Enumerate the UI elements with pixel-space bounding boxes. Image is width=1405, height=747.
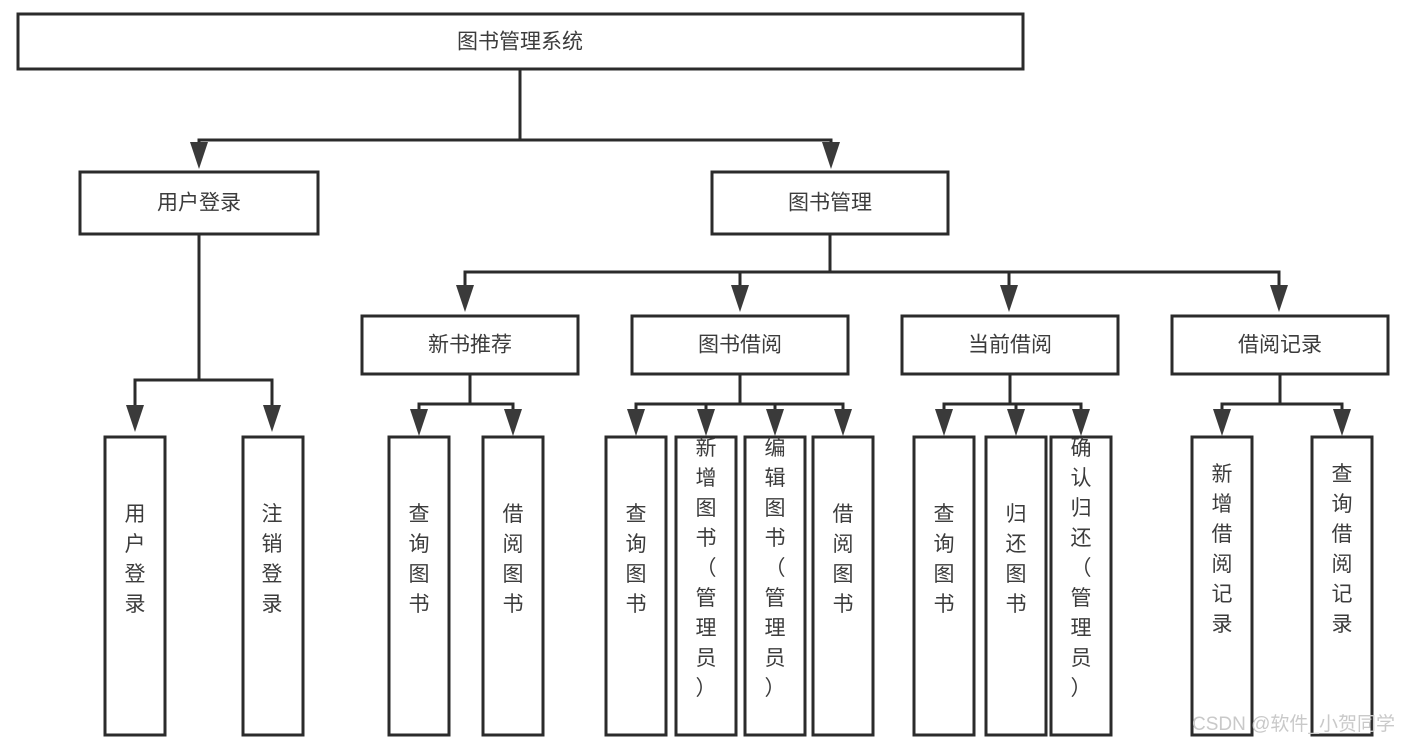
connector-root-to-level2	[190, 67, 840, 169]
leaf-box	[674, 435, 738, 737]
leaf-book-borrow-3[interactable]: 借阅图书	[811, 435, 875, 737]
connector-book-borrow-to-leaves	[627, 372, 852, 436]
leaf-box	[1049, 435, 1113, 737]
watermark-label: CSDN @软件_小贺同学	[1192, 713, 1395, 735]
node-current-borrow-label: 当前借阅	[968, 334, 1052, 357]
leaf-label-vertical: 查询图书	[934, 503, 955, 616]
connector-current-borrow-to-leaves	[935, 372, 1090, 436]
leaf-new-book-recommend-0[interactable]: 查询图书	[387, 435, 451, 737]
leaf-label-vertical: 查询图书	[626, 503, 647, 616]
node-current-borrow-box	[900, 314, 1120, 376]
leaf-new-book-recommend-1[interactable]: 借阅图书	[481, 435, 545, 737]
leaf-box	[103, 435, 167, 737]
leaf-box	[1310, 435, 1374, 737]
leaf-box	[1190, 435, 1254, 737]
leaf-label-vertical: 新增借阅记录	[1212, 463, 1233, 636]
leaf-label-vertical: 新增图书（管理员）	[696, 437, 717, 700]
leaf-user-login-1[interactable]: 注销登录	[241, 435, 305, 737]
node-root-box	[16, 12, 1025, 71]
leaf-label-vertical: 查询图书	[409, 503, 430, 616]
leaf-label-vertical: 借阅图书	[503, 503, 524, 616]
node-root-label: 图书管理系统	[457, 31, 583, 54]
leaf-borrow-record-0[interactable]: 新增借阅记录	[1190, 435, 1254, 737]
node-new-book-recommend[interactable]: 新书推荐	[360, 314, 580, 376]
leaf-current-borrow-0[interactable]: 查询图书	[912, 435, 976, 737]
leaf-label-vertical: 借阅图书	[833, 503, 854, 616]
leaf-box	[241, 435, 305, 737]
node-borrow-record[interactable]: 借阅记录	[1170, 314, 1390, 376]
node-new-book-recommend-label: 新书推荐	[428, 334, 512, 357]
leaf-user-login-0[interactable]: 用户登录	[103, 435, 167, 737]
leaf-current-borrow-1[interactable]: 归还图书	[984, 435, 1048, 737]
connector-user-login-to-leaves	[126, 232, 281, 432]
leaf-box	[387, 435, 451, 737]
leaf-book-borrow-1[interactable]: 新增图书（管理员）	[674, 435, 738, 737]
leaf-box	[811, 435, 875, 737]
leaf-label-vertical: 注销登录	[262, 503, 283, 616]
leaf-label-vertical: 编辑图书（管理员）	[765, 437, 786, 700]
leaf-label-vertical: 归还图书	[1006, 503, 1027, 616]
node-user-login-box	[78, 170, 320, 236]
node-book-borrow[interactable]: 图书借阅	[630, 314, 850, 376]
node-borrow-record-label: 借阅记录	[1238, 334, 1322, 357]
leaf-borrow-record-1[interactable]: 查询借阅记录	[1310, 435, 1374, 737]
leaf-box	[604, 435, 668, 737]
leaf-label-vertical: 确认归还（管理员）	[1071, 437, 1092, 700]
leaf-current-borrow-2[interactable]: 确认归还（管理员）	[1049, 435, 1113, 737]
leaf-box	[912, 435, 976, 737]
leaf-box	[743, 435, 807, 737]
leaf-label-vertical: 用户登录	[125, 503, 146, 616]
leaf-book-borrow-0[interactable]: 查询图书	[604, 435, 668, 737]
node-book-borrow-label: 图书借阅	[698, 334, 782, 357]
node-root-system[interactable]: 图书管理系统	[16, 12, 1025, 71]
node-book-management[interactable]: 图书管理	[710, 170, 950, 236]
node-current-borrow[interactable]: 当前借阅	[900, 314, 1120, 376]
leaf-book-borrow-2[interactable]: 编辑图书（管理员）	[743, 435, 807, 737]
node-user-login-label: 用户登录	[157, 192, 241, 215]
leaf-box	[984, 435, 1048, 737]
connector-book-management-to-level3	[456, 232, 1288, 312]
leaf-box	[481, 435, 545, 737]
node-user-login[interactable]: 用户登录	[78, 170, 320, 236]
leaf-label-vertical: 查询借阅记录	[1332, 463, 1353, 636]
node-new-book-recommend-box	[360, 314, 580, 376]
connector-borrow-record-to-leaves	[1213, 372, 1351, 436]
node-book-management-label: 图书管理	[788, 192, 872, 215]
connector-new-book-recommend-to-leaves	[410, 372, 522, 436]
